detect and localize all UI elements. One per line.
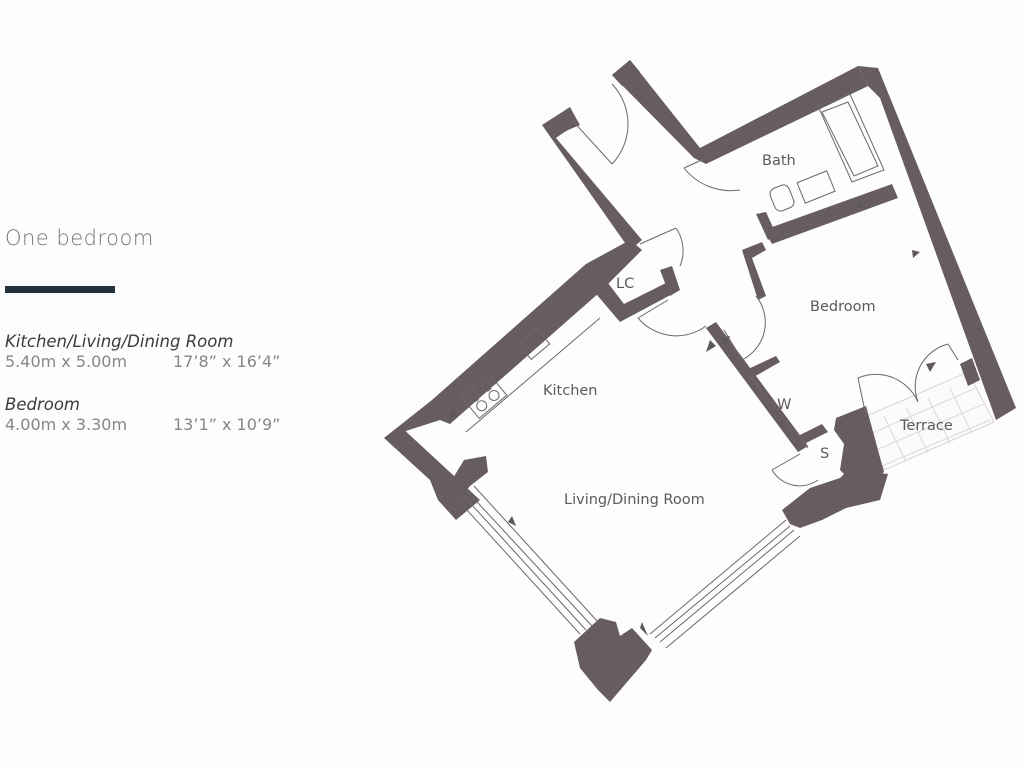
room-label-lc: LC: [616, 276, 634, 292]
room-label-s: S: [820, 446, 829, 462]
windows: [455, 485, 801, 649]
hob: [460, 373, 508, 419]
room-spec-name: Bedroom: [5, 395, 80, 414]
room-label-bath: Bath: [762, 153, 796, 169]
room-spec-dims: 4.00m x 3.30m 13’1” x 10’9”: [5, 415, 325, 435]
room-label-terrace: Terrace: [899, 418, 953, 434]
room-label-bedroom: Bedroom: [810, 299, 876, 315]
room-label-living: Living/Dining Room: [564, 492, 705, 508]
doors: [571, 83, 959, 487]
terrace-tiles: [861, 371, 995, 471]
unit-type-title: One bedroom: [5, 226, 154, 250]
unit-info-panel: One bedroom Kitchen/Living/Dining Room 5…: [5, 224, 325, 435]
imperial-dims: 13’1” x 10’9”: [173, 415, 281, 434]
room-spec-bedroom: Bedroom 4.00m x 3.30m 13’1” x 10’9”: [5, 395, 325, 435]
metric-dims: 5.40m x 5.00m: [5, 352, 128, 371]
walls: [384, 60, 1016, 702]
room-label-w: W: [777, 397, 791, 413]
sink: [517, 327, 551, 361]
fixtures: [460, 93, 885, 449]
kitchen-counter: [465, 317, 601, 433]
imperial-dims: 17’8” x 16’4”: [173, 352, 281, 371]
room-label-kitchen: Kitchen: [543, 383, 598, 399]
metric-dims: 4.00m x 3.30m: [5, 415, 128, 434]
marker-triangles: [449, 200, 936, 636]
room-spec-kitchen-living: Kitchen/Living/Dining Room 5.40m x 5.00m…: [5, 332, 325, 372]
room-spec-dims: 5.40m x 5.00m 17’8” x 16’4”: [5, 352, 325, 372]
room-spec-name: Kitchen/Living/Dining Room: [5, 332, 234, 351]
accent-divider: [5, 286, 115, 293]
